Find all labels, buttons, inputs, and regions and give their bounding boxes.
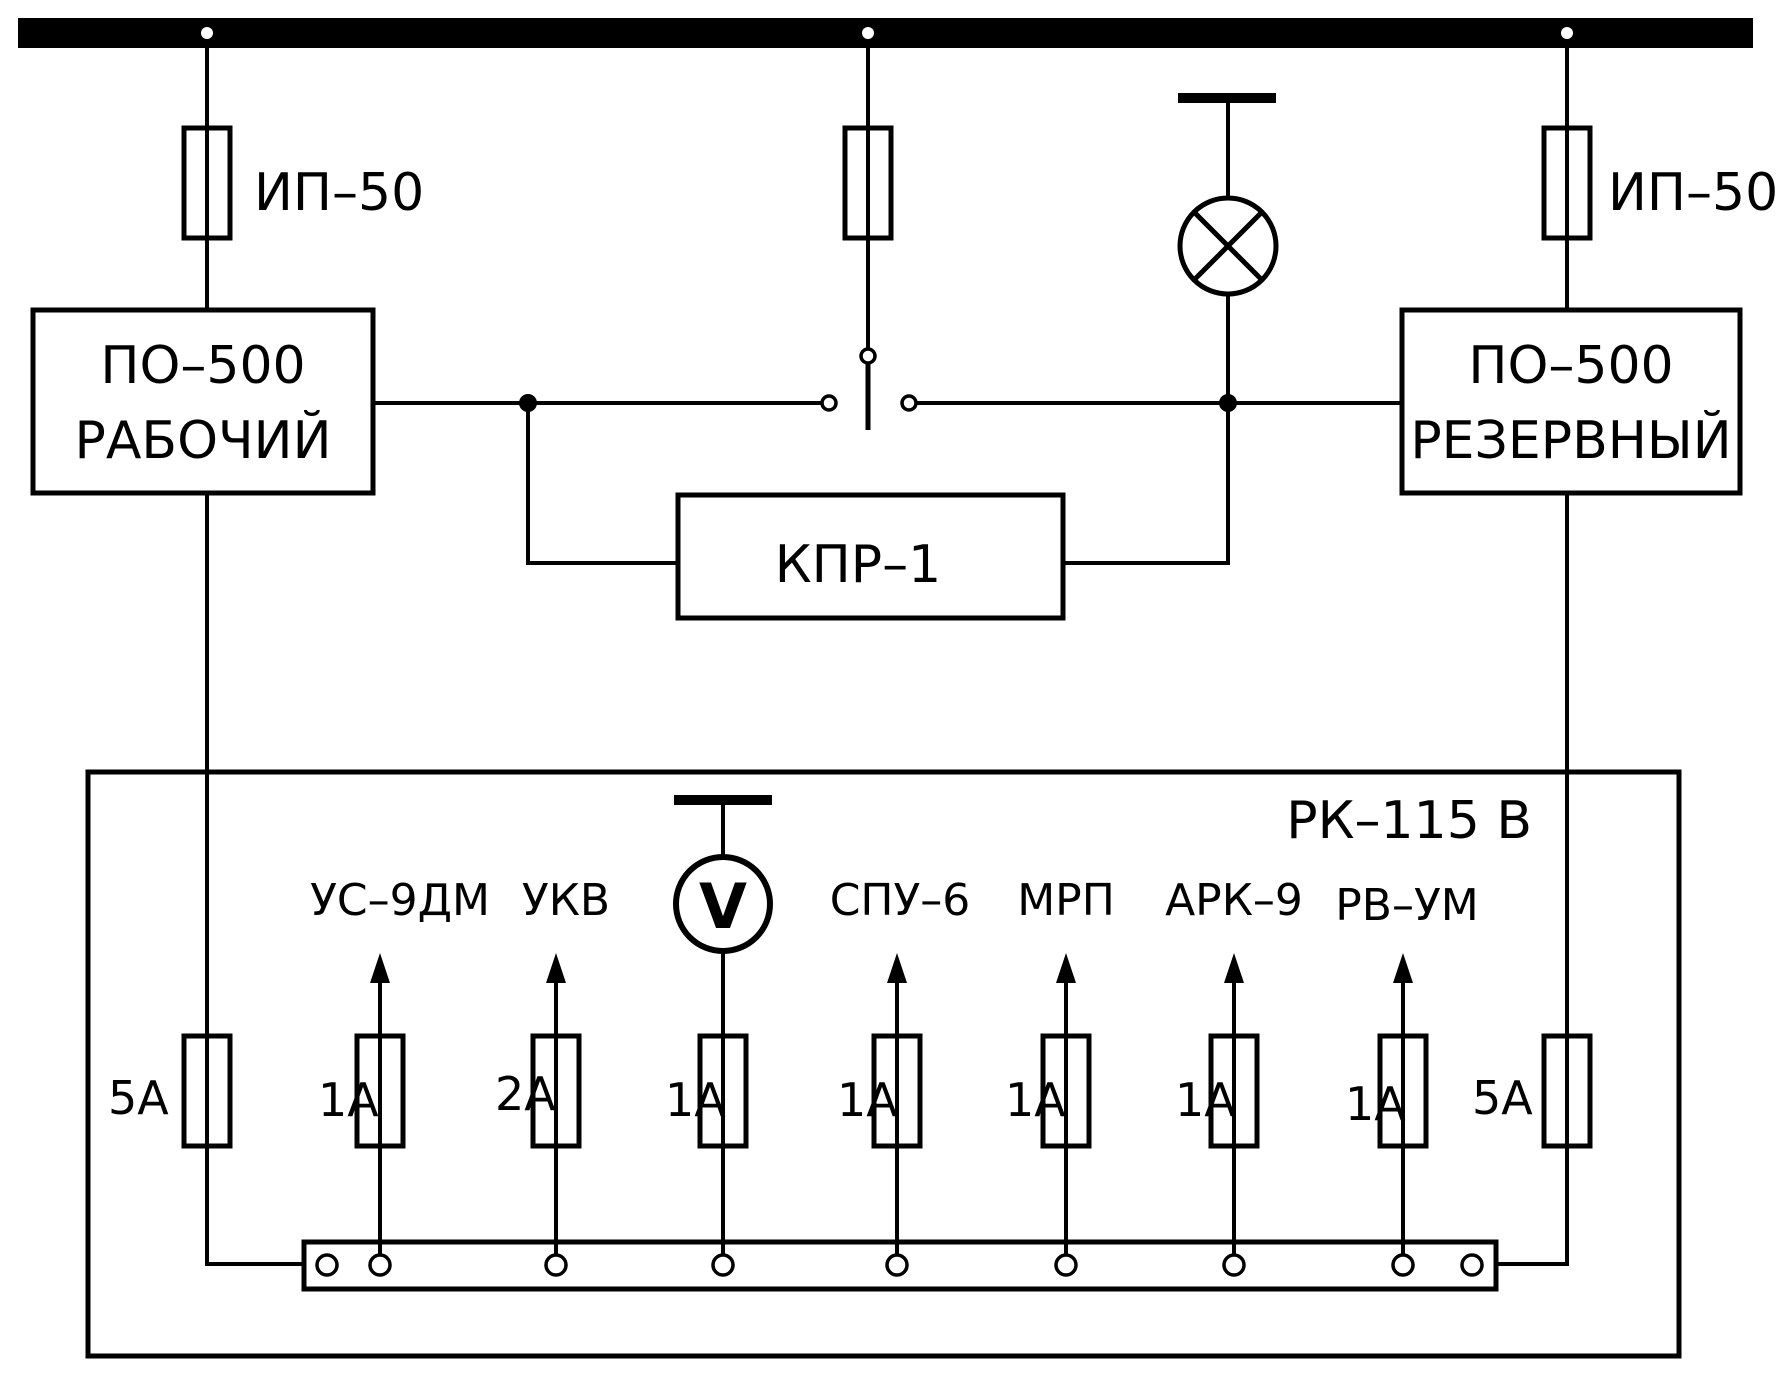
feeder-load-label-2: УКВ <box>522 875 610 926</box>
feeder-load-label-7: РВ–УМ <box>1335 880 1479 931</box>
strip-input-terminal-right <box>1460 1253 1484 1277</box>
feeder-fuse-rating-5: 1А <box>1005 1073 1066 1127</box>
signal-lamp-icon <box>1177 195 1279 297</box>
voltmeter-icon: V <box>673 854 773 954</box>
feeder-output-arrow-7 <box>1393 953 1413 983</box>
main-bus <box>18 18 1753 48</box>
feeder-terminal-6 <box>1222 1253 1246 1277</box>
feeder-terminal-3 <box>711 1253 735 1277</box>
feeder-terminal-7 <box>1391 1253 1415 1277</box>
feeder-terminal-2 <box>544 1253 568 1277</box>
strip-input-terminal-left <box>315 1253 339 1277</box>
relay-label: КПР–1 <box>775 535 941 595</box>
feeder-output-arrow-6 <box>1224 953 1244 983</box>
switch-common-contact <box>859 347 877 365</box>
converter-reserve-model: ПО–500 <box>1468 336 1673 396</box>
svg-text:V: V <box>699 870 747 943</box>
feeder-load-label-5: МРП <box>1017 875 1115 926</box>
feeder-terminal-4 <box>885 1253 909 1277</box>
converter-working-role: РАБОЧИЙ <box>75 410 332 471</box>
feeder-output-arrow-1 <box>370 953 390 983</box>
feeder-terminal-1 <box>368 1253 392 1277</box>
bus-tap-left <box>201 27 213 39</box>
input-fuse-label-left: 5А <box>108 1071 169 1125</box>
feeder-terminal-5 <box>1054 1253 1078 1277</box>
fuse-label-ip50-left: ИП–50 <box>254 163 424 223</box>
distribution-box-label: РК–115 В <box>1286 791 1532 851</box>
feeder-fuse-rating-6: 1А <box>1175 1073 1236 1127</box>
feeder-output-arrow-4 <box>887 953 907 983</box>
bus-tap-middle <box>862 27 874 39</box>
converter-reserve-role: РЕЗЕРВНЫЙ <box>1410 410 1731 471</box>
converter-working-model: ПО–500 <box>100 336 305 396</box>
feeder-output-arrow-5 <box>1056 953 1076 983</box>
input-fuse-label-right: 5А <box>1472 1071 1533 1125</box>
feeder-fuse-rating-7: 1А <box>1345 1077 1406 1131</box>
distribution-box-rk115 <box>85 769 1682 1359</box>
feeder-load-label-1: УС–9ДМ <box>310 875 490 926</box>
fuse-label-ip50-right: ИП–50 <box>1608 163 1778 223</box>
feeder-fuse-rating-1: 1А <box>318 1073 379 1127</box>
feeder-circuits: 1А УС–9ДМ 2А УКВ 1А 1А СПУ–6 1А МРП 1А АРК–9 1А РВ–У… <box>310 875 1479 1277</box>
converter-working <box>30 307 376 496</box>
feeder-load-label-4: СПУ–6 <box>830 875 971 926</box>
switch-contact-right <box>900 394 918 412</box>
switch-contact-left <box>820 394 838 412</box>
feeder-load-label-6: АРК–9 <box>1165 875 1303 926</box>
relay-kpr1 <box>675 492 1066 621</box>
feeder-output-arrow-2 <box>546 953 566 983</box>
feeder-fuse-rating-4: 1А <box>837 1073 898 1127</box>
feeder-fuse-rating-3: 1А <box>665 1073 726 1127</box>
bus-tap-right <box>1561 27 1573 39</box>
feeder-fuse-rating-2: 2А <box>495 1067 556 1121</box>
